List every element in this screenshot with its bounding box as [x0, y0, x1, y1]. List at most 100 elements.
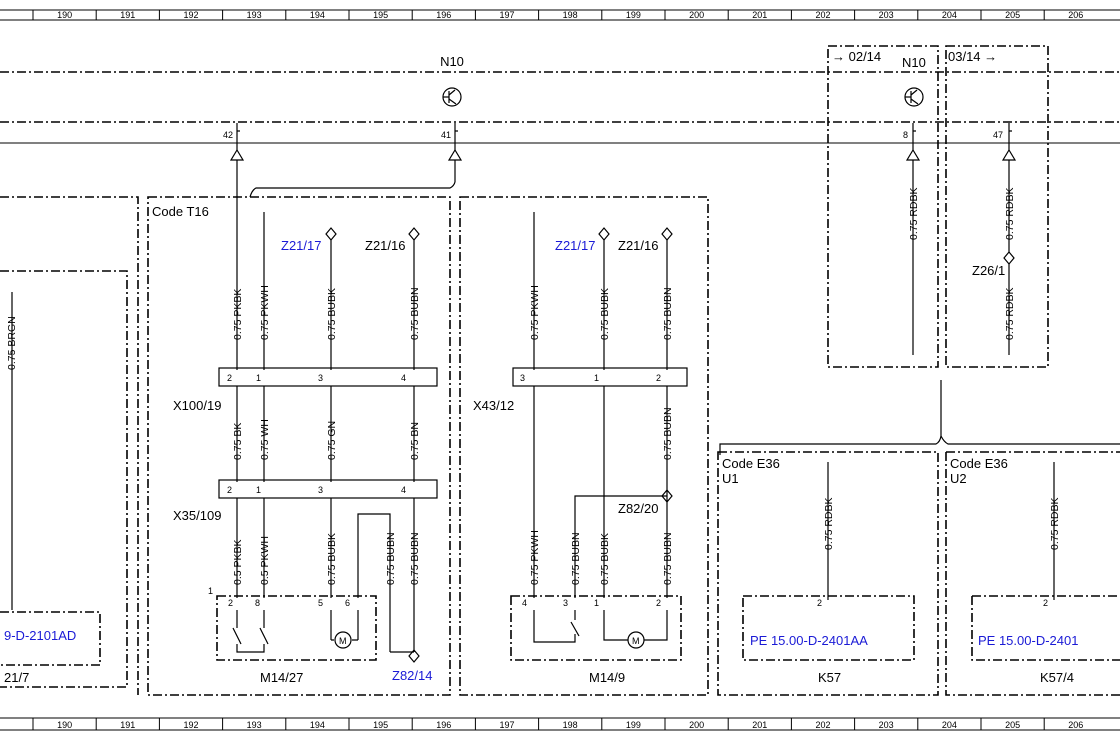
- ground-z82-14[interactable]: Z82/14: [392, 668, 432, 683]
- right-n10-wires: Z26/1 0.75 RDBK 0.75 RDBK 0.75 RDBK: [719, 160, 1120, 455]
- svg-text:3: 3: [563, 598, 568, 608]
- connector-x100-label: X100/19: [173, 398, 221, 413]
- ruler-label: 202: [815, 10, 830, 20]
- connector-x35-109: [218, 479, 438, 499]
- ruler-label: 194: [310, 720, 325, 730]
- component-m14-9: [510, 595, 682, 661]
- wire-bubn-2: 0.75 BUBN: [385, 532, 397, 585]
- pin-41: 41: [441, 130, 451, 140]
- ref-pe-k57-4[interactable]: PE 15.00-D-2401: [978, 633, 1078, 648]
- svg-text:M: M: [339, 636, 347, 646]
- ruler-label: 203: [879, 10, 894, 20]
- ruler-label: 198: [563, 10, 578, 20]
- code-e36-u2-label: Code E36: [950, 456, 1008, 471]
- connector-x43-label: X43/12: [473, 398, 514, 413]
- wire-wh: 0.75 WH: [259, 419, 271, 460]
- motor-icon: M: [330, 610, 359, 649]
- svg-text:1: 1: [256, 485, 261, 495]
- transistor-icon-right: [904, 87, 924, 107]
- wire-bubn-c: 0.75 BUBN: [662, 407, 674, 460]
- pin-8: 8: [903, 130, 908, 140]
- wire-bubn-3: 0.75 BUBN: [409, 532, 421, 585]
- ruler-label: 191: [120, 10, 135, 20]
- svg-text:1: 1: [256, 373, 261, 383]
- module-title-right: N10: [902, 55, 926, 70]
- ruler-label: 192: [183, 720, 198, 730]
- wire-pkwh-b: 0.75 PKWH: [529, 285, 541, 340]
- ref-left[interactable]: → 02/14: [832, 49, 881, 64]
- wire-pkwh-05: 0.5 PKWH: [259, 536, 271, 585]
- component-k57-4: [971, 595, 1120, 661]
- ruler-label: 205: [1005, 10, 1020, 20]
- ruler-label: 205: [1005, 720, 1020, 730]
- code-e36-u1-label: Code E36: [722, 456, 780, 471]
- ruler-label: 194: [310, 10, 325, 20]
- svg-text:2: 2: [228, 598, 233, 608]
- svg-text:1: 1: [594, 373, 599, 383]
- connector-x35-label: X35/109: [173, 508, 221, 523]
- ruler-label: 197: [499, 720, 514, 730]
- ground-z21-16-b: Z21/16: [618, 238, 658, 253]
- wire-pkbk-05: 0.5 PKBK: [232, 539, 244, 585]
- transistor-icon: [442, 87, 462, 107]
- motor-icon-m14-9: M: [603, 610, 668, 649]
- ref-right[interactable]: 03/14 →: [948, 49, 997, 64]
- wire-rdbk-1: 0.75 RDBK: [908, 187, 920, 240]
- ruler-label: 200: [689, 10, 704, 20]
- signal-arrows: [229, 143, 1017, 161]
- n10-module: N10 N10 → 02/14 03/14 → 42 41 8 47: [0, 45, 1120, 368]
- ruler-label: 206: [1068, 720, 1083, 730]
- ref-link-left[interactable]: 9-D-2101AD: [4, 628, 76, 643]
- wire-rdbk-4: 0.75 RDBK: [823, 497, 835, 550]
- ruler-label: 201: [752, 10, 767, 20]
- wire-rdbk-3: 0.75 RDBK: [1004, 287, 1016, 340]
- code-t16-label: Code T16: [152, 204, 209, 219]
- ruler-label: 201: [752, 720, 767, 730]
- wire-pkbk: 0.75 PKBK: [232, 289, 244, 340]
- switch-icon-m14-9: [533, 610, 580, 643]
- ref-left-bottom: 21/7: [4, 670, 29, 685]
- ruler-label: 196: [436, 10, 451, 20]
- svg-text:M: M: [632, 636, 640, 646]
- wire-pkwh-c: 0.75 PKWH: [529, 530, 541, 585]
- svg-text:2: 2: [656, 598, 661, 608]
- svg-text:4: 4: [401, 485, 406, 495]
- code-e36-u1-section: Code E36 U1 0.75 RDBK 2 PE 15.00-D-2401A…: [717, 451, 939, 696]
- wire-bubn-b: 0.75 BUBN: [662, 287, 674, 340]
- ground-z21-17-a[interactable]: Z21/17: [281, 238, 321, 253]
- svg-text:4: 4: [401, 373, 406, 383]
- ruler-label: 199: [626, 10, 641, 20]
- svg-text:2: 2: [227, 485, 232, 495]
- ruler-label: 200: [689, 720, 704, 730]
- svg-text:8: 8: [255, 598, 260, 608]
- svg-text:2: 2: [817, 598, 822, 608]
- pin-marks: [236, 123, 1012, 143]
- ground-z21-17-b[interactable]: Z21/17: [555, 238, 595, 253]
- wire-gn: 0.75 GN: [326, 421, 338, 460]
- ruler-label: 199: [626, 720, 641, 730]
- ruler-label: 197: [499, 10, 514, 20]
- ruler-label: 190: [57, 720, 72, 730]
- svg-text:2: 2: [656, 373, 661, 383]
- wire-bubn: 0.75 BUBN: [409, 287, 421, 340]
- ruler-label: 195: [373, 720, 388, 730]
- ref-pe-k57[interactable]: PE 15.00-D-2401AA: [750, 633, 868, 648]
- component-k57: [742, 595, 915, 661]
- svg-text:5: 5: [318, 598, 323, 608]
- wire-rdbk-2: 0.75 RDBK: [1004, 187, 1016, 240]
- wire-bubk-2: 0.75 BUBK: [326, 533, 338, 585]
- wire-bubk-c: 0.75 BUBK: [599, 533, 611, 585]
- svg-text:6: 6: [345, 598, 350, 608]
- ruler-label: 204: [942, 720, 957, 730]
- svg-text:2: 2: [1043, 598, 1048, 608]
- ground-z82-20: Z82/20: [618, 501, 658, 516]
- pin-42: 42: [223, 130, 233, 140]
- component-k57-4-label: K57/4: [1040, 670, 1074, 685]
- ground-z21-16-a: Z21/16: [365, 238, 405, 253]
- ruler-label: 198: [563, 720, 578, 730]
- x43-section: Z21/17 Z21/16 0.75 PKWH 0.75 BUBK 0.75 B…: [459, 196, 709, 696]
- module-title: N10: [440, 54, 464, 69]
